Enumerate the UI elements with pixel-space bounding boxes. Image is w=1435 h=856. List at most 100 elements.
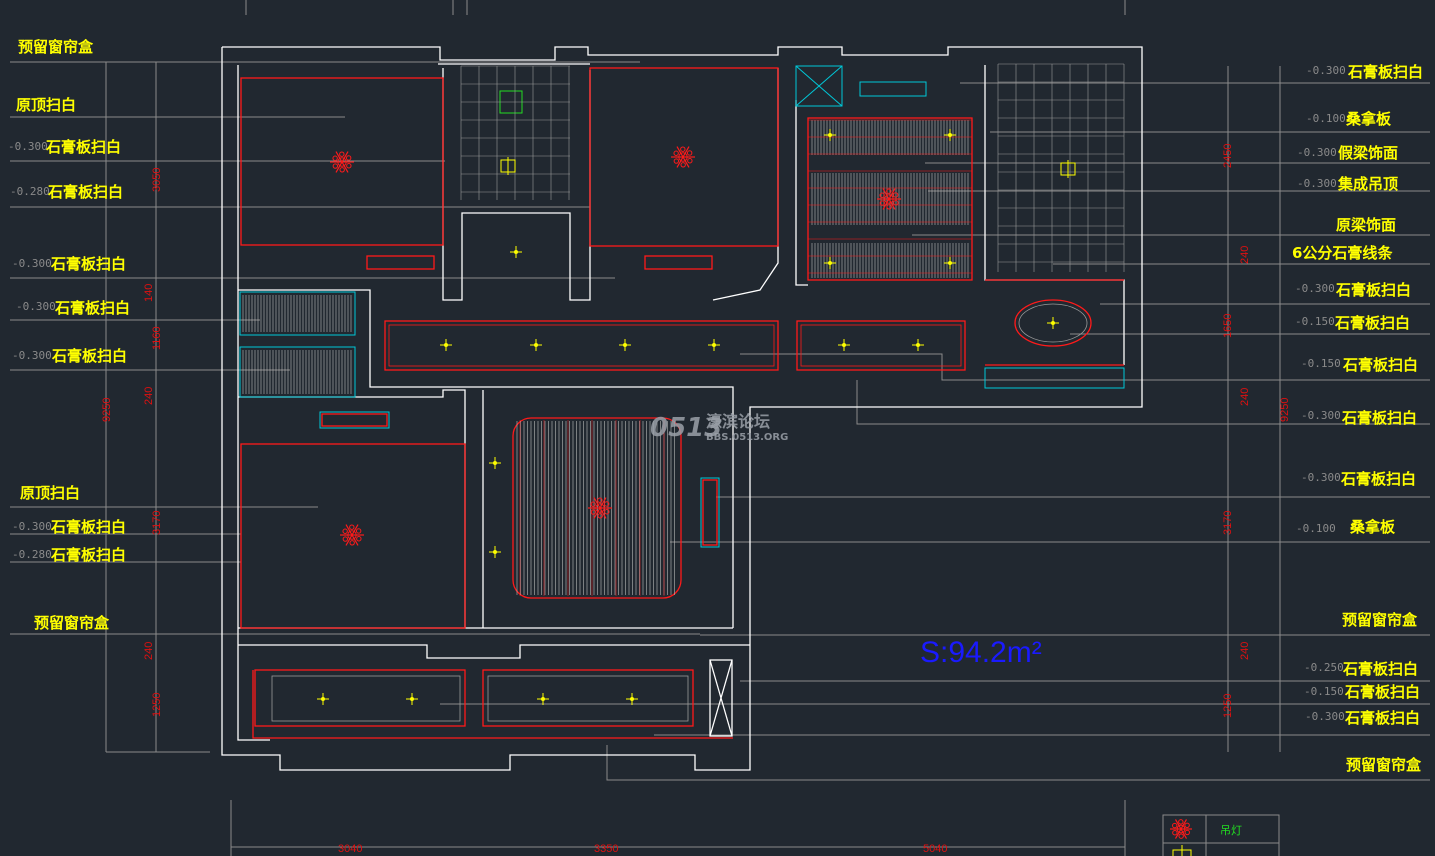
dim-text: 1250 — [1222, 694, 1234, 718]
label: 石膏板扫白 — [1344, 683, 1420, 701]
elevation: -0.100 — [1306, 112, 1346, 125]
dim-text: 2450 — [1222, 144, 1234, 168]
bedroom-3-ceiling — [240, 443, 466, 629]
elevation: -0.150 — [1295, 315, 1335, 328]
elevation: -0.300 — [1301, 471, 1341, 484]
right-leader-lines — [440, 82, 1430, 781]
dim-text: 1250 — [151, 693, 163, 717]
label: 原顶扫白 — [16, 96, 76, 114]
elevation: -0.300 — [8, 140, 48, 153]
dim-text: 3350 — [594, 843, 618, 855]
elevation: -0.100 — [1296, 522, 1336, 535]
elevation: -0.300 — [1297, 146, 1337, 159]
spot-light-icon — [824, 129, 836, 141]
label: 预留窗帘盒 — [34, 614, 110, 632]
label: 石膏板扫白 — [1335, 281, 1411, 299]
label: 石膏板扫白 — [1340, 470, 1416, 488]
spot-light-icon — [824, 257, 836, 269]
dim-text: 9250 — [101, 398, 113, 422]
label: 预留窗帘盒 — [1342, 611, 1418, 629]
spot-light-icon — [489, 457, 501, 469]
dim-text: 1650 — [1222, 314, 1234, 338]
elevation: -0.300 — [1297, 177, 1337, 190]
watermark-url: BBS.0513.ORG — [706, 432, 788, 443]
elevation: -0.280 — [12, 548, 52, 561]
dim-text: 3040 — [338, 843, 362, 855]
left-leader-lines — [10, 61, 700, 635]
label: 石膏板扫白 — [54, 299, 130, 317]
bedroom-2-ceiling — [589, 67, 779, 247]
label: 原梁饰面 — [1336, 216, 1396, 234]
label: 桑拿板 — [1346, 110, 1392, 128]
elevation: -0.300 — [1306, 64, 1346, 77]
pendant-lamp-icon — [671, 146, 695, 168]
right-labels: -0.300 石膏板扫白 -0.100 桑拿板 -0.300 假梁饰面 -0.3… — [1292, 63, 1423, 774]
label: 石膏板扫白 — [50, 518, 126, 536]
label: 石膏板扫白 — [1347, 63, 1423, 81]
pendant-lamp-icon — [1170, 819, 1192, 839]
dim-text: 140 — [143, 284, 155, 302]
elevation: -0.300 — [1301, 409, 1341, 422]
label: 假梁饰面 — [1338, 144, 1398, 162]
pendant-lamp-icon — [340, 524, 364, 546]
label: 石膏板扫白 — [1341, 409, 1417, 427]
legend-table: 吊灯 — [1162, 814, 1280, 856]
ceiling-lamp-icon — [500, 157, 516, 175]
dim-text: 1160 — [151, 326, 163, 350]
dimension-texts: 3050 140 1160 240 9250 3170 240 1250 245… — [101, 144, 1291, 855]
dim-text: 3170 — [1222, 511, 1234, 535]
ceiling-lamp-icon — [1172, 845, 1192, 856]
dimension-lines — [105, 0, 1281, 856]
spot-light-icon — [619, 339, 631, 351]
bedroom-1-ceiling — [240, 77, 444, 246]
elevation: -0.300 — [16, 300, 56, 313]
watermark-logo: 0513 — [650, 413, 722, 443]
elevation: -0.150 — [1304, 685, 1344, 698]
legend-label: 吊灯 — [1220, 824, 1242, 837]
elevation: -0.150 — [1301, 357, 1341, 370]
balcony-ceiling-2 — [482, 669, 694, 727]
ceiling-outlines — [239, 65, 1125, 739]
label: 石膏板扫白 — [1334, 314, 1410, 332]
label: 石膏板扫白 — [45, 138, 121, 156]
pendant-lamps — [330, 146, 901, 546]
ceiling-patterns — [242, 63, 1125, 596]
balcony-ceiling-1 — [254, 669, 466, 727]
spot-light-icon — [708, 339, 720, 351]
label: 石膏板扫白 — [50, 546, 126, 564]
spot-light-icon — [944, 129, 956, 141]
spot-light-icon — [440, 339, 452, 351]
dim-text: 240 — [1239, 642, 1251, 660]
elevation: -0.300 — [1305, 710, 1345, 723]
living-ceiling — [512, 417, 682, 599]
dim-text: 240 — [143, 642, 155, 660]
label: 石膏板扫白 — [1342, 660, 1418, 678]
elevation: -0.280 — [10, 185, 50, 198]
spot-light-icon — [530, 339, 542, 351]
area-text: S:94.2m² — [920, 636, 1042, 669]
spot-light-icon — [510, 246, 522, 258]
dining-ceiling — [807, 117, 973, 281]
pendant-lamp-icon — [588, 497, 612, 519]
elevation: -0.300 — [12, 349, 52, 362]
spot-light-icon — [944, 257, 956, 269]
label: 预留窗帘盒 — [1346, 756, 1422, 774]
elevation: -0.300 — [1295, 282, 1335, 295]
pendant-lamp-icon — [877, 188, 901, 210]
label: 6公分石膏线条 — [1292, 244, 1393, 262]
dim-text: 9250 — [1279, 398, 1291, 422]
label: 石膏板扫白 — [1344, 709, 1420, 727]
left-labels: 预留窗帘盒 原顶扫白 -0.300 石膏板扫白 -0.280 石膏板扫白 -0.… — [8, 38, 130, 632]
dim-text: 5040 — [923, 843, 947, 855]
pendant-lamp-icon — [1170, 819, 1192, 839]
spot-lights — [317, 129, 1076, 705]
label: 集成吊顶 — [1337, 175, 1398, 193]
spot-light-icon — [317, 693, 329, 705]
watermark: 0513 濠滨论坛 BBS.0513.ORG — [650, 412, 788, 443]
spot-light-icon — [537, 693, 549, 705]
spot-light-icon — [626, 693, 638, 705]
label: 石膏板扫白 — [1342, 356, 1418, 374]
elevation: -0.250 — [1304, 661, 1344, 674]
label: 石膏板扫白 — [51, 347, 127, 365]
